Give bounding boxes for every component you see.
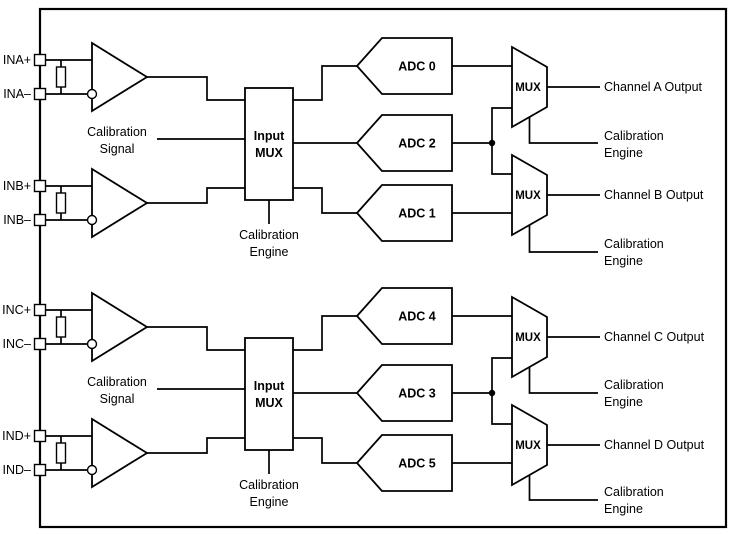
calibration-signal-label-bottom: Signal [100,392,135,406]
calibration-engine-label-inputmux-top: Engine [250,245,289,259]
diagram-border [38,7,728,529]
amplifier-d [86,418,148,488]
pin-label-inc-minus: INC– [3,337,32,351]
wire-amp-c-out [147,326,245,351]
calibration-engine-label-inputmux-bottom: Calibration [239,478,299,492]
input-mux-label-top: MUX [255,146,283,160]
calibration-engine-label-mux-a: Calibration [604,129,664,143]
pin-label-ina-minus: INA– [3,87,31,101]
mux-a-label: MUX [515,82,541,94]
calibration-engine-label-inputmux-top: Calibration [239,228,299,242]
wire-adc3-branch-muxc [491,357,512,393]
termination-resistor-b [55,185,67,221]
channel-c-output-label: Channel C Output [604,330,705,344]
junction-dot-top [488,139,496,147]
input-mux-block-bottom [244,337,294,451]
wire-muxd-calibration [528,475,598,501]
adc0-label: ADC 0 [398,60,436,74]
calibration-engine-label-mux-c: Calibration [604,378,664,392]
pin-ina-plus-terminal [33,53,47,67]
calibration-engine-label-inputmux-bottom: Engine [250,495,289,509]
pin-inb-minus-terminal [33,213,47,227]
wire-muxa-calibration [528,117,598,144]
pin-label-ind-minus: IND– [3,463,32,477]
channel-a-output-label: Channel A Output [604,80,703,94]
wire-adc3-branch-muxd [491,393,512,425]
calibration-engine-label-mux-a: Engine [604,146,643,160]
wire-adc2-branch-muxb [491,143,512,175]
input-mux-label-bottom: MUX [255,396,283,410]
calibration-engine-label-mux-d: Calibration [604,485,664,499]
adc1-label: ADC 1 [398,207,436,221]
mux-d-label: MUX [515,440,541,452]
wire-inputmux-to-adc4 [293,315,357,351]
pin-label-inc-plus: INC+ [2,303,31,317]
wire-muxc-calibration [528,367,598,394]
pin-label-ind-plus: IND+ [2,429,31,443]
wire-inputmux-to-adc1 [293,187,357,214]
calibration-signal-label-top: Signal [100,142,135,156]
calibration-engine-label-mux-d: Engine [604,502,643,516]
mux-c-label: MUX [515,332,541,344]
adc5-label: ADC 5 [398,457,436,471]
adc3-label: ADC 3 [398,387,436,401]
adc2-label: ADC 2 [398,137,436,151]
amplifier-b [86,168,148,238]
channel-d-output-label: Channel D Output [604,438,705,452]
wire-inputmux-to-adc5 [293,437,357,464]
termination-resistor-d [55,435,67,471]
amplifier-c [86,292,148,362]
wire-muxb-calibration [528,225,598,253]
input-mux-label-bottom: Input [254,379,285,393]
pin-label-ina-plus: INA+ [3,53,31,67]
wire-amp-d-out [147,437,245,454]
wire-amp-b-out [147,187,245,204]
termination-resistor-a [55,59,67,95]
mux-b-label: MUX [515,190,541,202]
wire-amp-a-out [147,76,245,101]
wire-inputmux-to-adc0 [293,65,357,101]
pin-label-inb-plus: INB+ [3,179,31,193]
calibration-engine-label-mux-c: Engine [604,395,643,409]
pin-inc-plus-terminal [33,303,47,317]
input-mux-label-top: Input [254,129,285,143]
adc4-label: ADC 4 [398,310,436,324]
pin-ind-plus-terminal [33,429,47,443]
calibration-engine-label-mux-b: Engine [604,254,643,268]
pin-label-inb-minus: INB– [3,213,31,227]
pin-inc-minus-terminal [33,337,47,351]
termination-resistor-c [55,309,67,345]
calibration-signal-label-top: Calibration [87,125,147,139]
pin-ind-minus-terminal [33,463,47,477]
pin-ina-minus-terminal [33,87,47,101]
wire-adc2-branch-muxa [491,107,512,143]
junction-dot-bottom [488,389,496,397]
channel-b-output-label: Channel B Output [604,188,704,202]
input-mux-block-top [244,87,294,201]
pin-inb-plus-terminal [33,179,47,193]
calibration-signal-label-bottom: Calibration [87,375,147,389]
amplifier-a [86,42,148,112]
calibration-engine-label-mux-b: Calibration [604,237,664,251]
